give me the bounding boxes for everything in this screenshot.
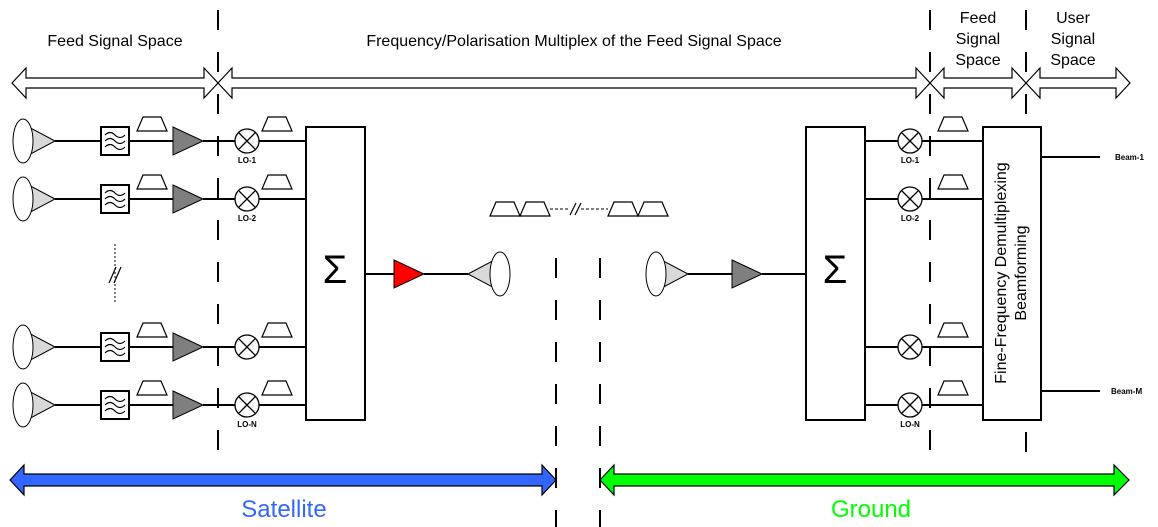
band-icon [136,322,168,338]
beamformer-block [982,126,1042,421]
chain-ellipsis [108,244,122,304]
amplifier-icon [172,126,204,156]
header-user-signal-space-3: Space [1050,52,1095,69]
satellite-segment-label: Satellite [241,496,326,523]
lo-label: LO-1 [901,156,920,165]
ground-antenna [645,251,689,297]
header-feed-signal-space-right-1: Feed [960,10,996,27]
band-icon [937,174,969,190]
ground-demux-block [805,126,866,421]
band-icon [261,380,293,396]
amplifier-icon [172,184,204,214]
lo-label: LO-2 [901,214,920,223]
ground-feed-chains: LO-1LO-2LO-N [865,116,983,429]
header-user-signal-space-1: User [1056,10,1090,27]
feed-horn-icon [12,118,56,164]
header-feed-signal-space-right-3: Space [955,52,1000,69]
mixer-icon [234,334,260,360]
filter-icon [100,332,130,362]
ground-segment-label: Ground [831,496,911,523]
header-feed-signal-space-right-2: Signal [956,31,1000,48]
arrow-feed-space-right [929,66,1027,100]
mixer-icon [897,334,923,360]
ground-feed-chain: LO-N [865,380,983,429]
region-arrows [11,66,1131,100]
header-feed-signal-space-left: Feed Signal Space [47,33,182,50]
mixer-icon [897,186,923,212]
mixer-icon [234,128,260,154]
ground-feed-chain: LO-2 [865,174,983,223]
region-dividers [217,10,1027,527]
arrow-user-space [1025,66,1131,100]
satellite-feed-chain [12,322,306,370]
beamformer-label-line2: Beamforming [1013,225,1030,320]
satellite-summer-block [305,126,366,421]
lo-label: LO-2 [238,214,257,223]
lo-label: LO-N [237,420,257,429]
satellite-segment-arrow [9,463,557,497]
band-icon [261,174,293,190]
beam-1-label: Beam-1 [1115,153,1144,162]
beam-m-label: Beam-M [1111,387,1142,396]
arrow-multiplex [217,66,931,100]
beamformer-label-line1: Fine-Frequency Demultiplexing [993,162,1010,383]
satellite-summer-symbol: Σ [323,248,348,292]
satellite-feed-chain: LO-2 [12,174,306,223]
header-user-signal-space-2: Signal [1051,31,1095,48]
ground-demux-symbol: Σ [823,248,848,292]
filter-icon [100,390,130,420]
feed-horn-icon [12,324,56,370]
amplifier-icon [172,332,204,362]
filter-icon [100,126,130,156]
arrow-feed-space-left [11,66,219,100]
ground-feed-chain: LO-1 [865,116,983,165]
satellite-feed-chain: LO-N [12,380,306,429]
band-icon [937,116,969,132]
amplifier-icon [172,390,204,420]
satellite-feeder-antenna [467,251,511,297]
mixer-icon [234,392,260,418]
satellite-feed-chain: LO-1 [12,116,306,165]
header-multiplex: Frequency/Polarisation Multiplex of the … [366,33,781,50]
mixer-icon [897,392,923,418]
ground-segment-arrow [599,463,1130,497]
multiplex-spectrum [489,201,669,217]
ground-feed-chain [865,322,983,360]
lo-label: LO-N [900,420,920,429]
ground-lna [731,259,763,289]
satellite-feed-chains: LO-1LO-2LO-N [12,116,306,429]
band-icon [261,116,293,132]
mixer-icon [897,128,923,154]
band-icon [937,380,969,396]
feed-horn-icon [12,382,56,428]
lo-label: LO-1 [238,156,257,165]
band-icon [136,174,168,190]
band-icon [136,116,168,132]
band-icon [261,322,293,338]
feed-horn-icon [12,176,56,222]
filter-icon [100,184,130,214]
band-icon [136,380,168,396]
mixer-icon [234,186,260,212]
band-icon [937,322,969,338]
satellite-power-amplifier [393,259,426,289]
